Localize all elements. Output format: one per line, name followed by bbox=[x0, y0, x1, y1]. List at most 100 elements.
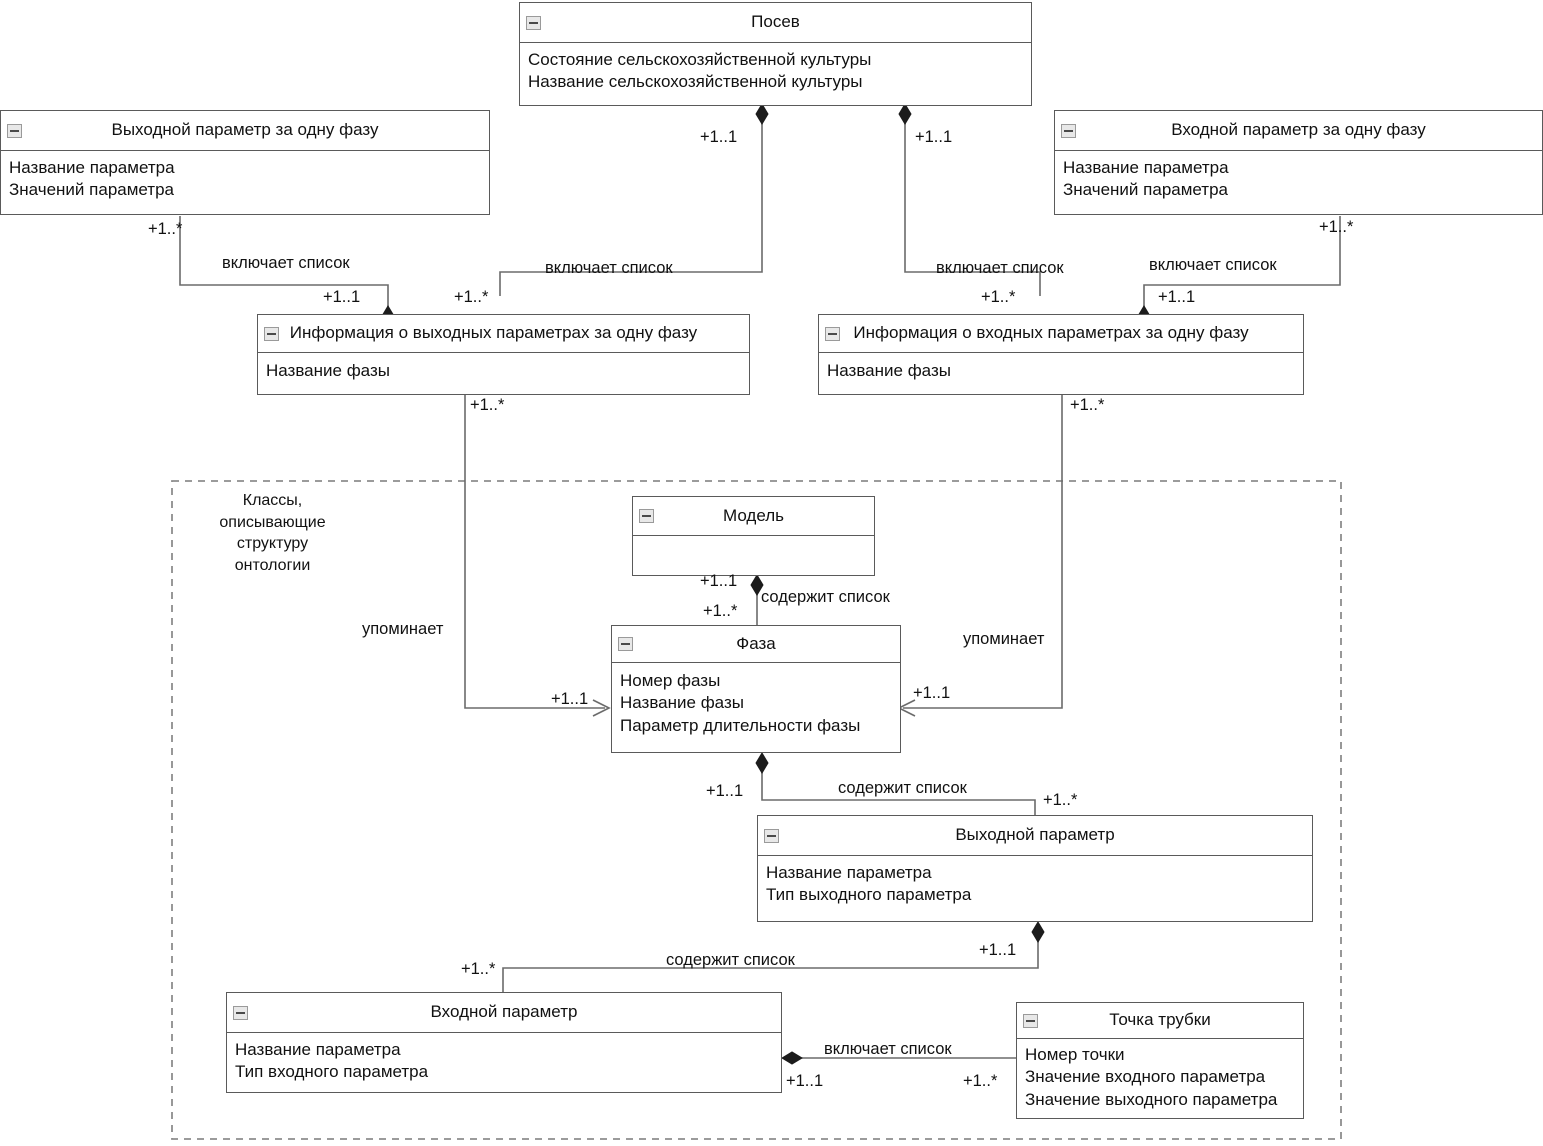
class-header: Информация о выходных параметрах за одну… bbox=[258, 315, 749, 353]
class-attributes: Состояние сельскохозяйственной культуры … bbox=[520, 43, 1031, 100]
wire-ininfo-phase bbox=[903, 395, 1063, 709]
multiplicity-output-info-top-left: +1..1 bbox=[323, 288, 361, 306]
class-attribute: Название фазы bbox=[827, 361, 951, 380]
multiplicity-phase-top: +1..* bbox=[703, 602, 738, 620]
class-title: Входной параметр за одну фазу bbox=[1171, 120, 1426, 140]
class-output-parameter[interactable]: Выходной параметр Название параметра Тип… bbox=[757, 815, 1313, 922]
class-attribute: Параметр длительности фазы bbox=[620, 715, 861, 735]
class-attribute: Название фазы bbox=[266, 361, 390, 380]
diamond-phase-bottom bbox=[755, 752, 769, 774]
class-title: Информация о входных параметрах за одну … bbox=[853, 323, 1249, 343]
collapse-minus-icon[interactable] bbox=[233, 1005, 248, 1020]
class-attribute: Значение выходного параметра bbox=[1025, 1089, 1278, 1109]
collapse-minus-icon[interactable] bbox=[7, 123, 22, 138]
multiplicity-posev-input: +1..1 bbox=[915, 128, 953, 146]
arrowhead-phase-left bbox=[592, 699, 611, 717]
multiplicity-input-parameter-top: +1..* bbox=[461, 960, 496, 978]
multiplicity-output-info-bottom: +1..* bbox=[470, 396, 505, 414]
multiplicity-phase-right: +1..1 bbox=[913, 684, 951, 702]
class-output-parameter-per-phase[interactable]: Выходной параметр за одну фазу Название … bbox=[0, 110, 490, 215]
class-output-parameters-info-per-phase[interactable]: Информация о выходных параметрах за одну… bbox=[257, 314, 750, 395]
multiplicity-input-info-top-right: +1..1 bbox=[1158, 288, 1196, 306]
class-attributes: Название фазы bbox=[258, 353, 749, 388]
class-attribute: Номер точки bbox=[1025, 1045, 1125, 1064]
class-input-parameters-info-per-phase[interactable]: Информация о входных параметрах за одну … bbox=[818, 314, 1304, 395]
class-model[interactable]: Модель bbox=[632, 496, 875, 576]
diamond-posev-out bbox=[755, 103, 769, 125]
collapse-minus-icon[interactable] bbox=[1061, 123, 1076, 138]
class-header: Входной параметр bbox=[227, 993, 781, 1033]
relation-label-mentions: упоминает bbox=[963, 630, 1045, 648]
diamond-outparam-bottom bbox=[1031, 921, 1045, 943]
multiplicity-phase-left: +1..1 bbox=[551, 690, 589, 708]
multiplicity-phase-bottom: +1..1 bbox=[706, 782, 744, 800]
class-attribute: Название параметра bbox=[1063, 158, 1229, 177]
multiplicity-posev-output: +1..1 bbox=[700, 128, 738, 146]
relation-label-includes: включает список bbox=[545, 259, 673, 277]
multiplicity-input-parameter-right: +1..1 bbox=[786, 1072, 824, 1090]
collapse-minus-icon[interactable] bbox=[526, 15, 541, 30]
class-header: Точка трубки bbox=[1017, 1003, 1303, 1039]
class-header: Входной параметр за одну фазу bbox=[1055, 111, 1542, 151]
class-title: Модель bbox=[722, 505, 785, 525]
class-tube-point[interactable]: Точка трубки Номер точки Значение входно… bbox=[1016, 1002, 1304, 1119]
class-attribute: Значений параметра bbox=[9, 180, 174, 200]
diamond-posev-in bbox=[898, 103, 912, 125]
class-attribute: Название сельскохозяйственной культуры bbox=[528, 72, 863, 92]
multiplicity-output-parameter-bottom: +1..1 bbox=[979, 941, 1017, 959]
class-attributes: Название фазы bbox=[819, 353, 1303, 388]
collapse-minus-icon[interactable] bbox=[825, 326, 840, 341]
class-input-parameter[interactable]: Входной параметр Название параметра Тип … bbox=[226, 992, 782, 1093]
multiplicity-output-parameter-per-phase-end: +1..* bbox=[148, 220, 183, 238]
diamond-inparam-right bbox=[781, 1051, 803, 1065]
relation-label-includes: включает список bbox=[222, 254, 350, 272]
class-title: Информация о выходных параметрах за одну… bbox=[289, 323, 698, 343]
class-attribute: Название параметра bbox=[235, 1040, 401, 1059]
class-input-parameter-per-phase[interactable]: Входной параметр за одну фазу Название п… bbox=[1054, 110, 1543, 215]
class-posev[interactable]: Посев Состояние сельскохозяйственной кул… bbox=[519, 2, 1032, 106]
relation-label-includes: включает список bbox=[1149, 256, 1277, 274]
class-attribute: Состояние сельскохозяйственной культуры bbox=[528, 50, 872, 69]
relation-label-contains: содержит список bbox=[761, 588, 890, 606]
class-title: Посев bbox=[751, 12, 800, 32]
multiplicity-input-info-bottom: +1..* bbox=[1070, 396, 1105, 414]
class-attribute: Тип входного параметра bbox=[235, 1062, 429, 1082]
relation-label-contains: содержит список bbox=[838, 779, 967, 797]
class-phase[interactable]: Фаза Номер фазы Название фазы Параметр д… bbox=[611, 625, 901, 753]
collapse-minus-icon[interactable] bbox=[764, 828, 779, 843]
relation-label-includes: включает список bbox=[936, 259, 1064, 277]
relation-label-includes: включает список bbox=[824, 1040, 952, 1058]
class-attribute: Название параметра bbox=[9, 158, 175, 177]
class-attribute: Значение входного параметра bbox=[1025, 1067, 1266, 1087]
class-attributes: Номер фазы Название фазы Параметр длител… bbox=[612, 663, 900, 743]
multiplicity-output-parameter-top: +1..* bbox=[1043, 791, 1078, 809]
relation-label-mentions: упоминает bbox=[362, 620, 444, 638]
class-title: Точка трубки bbox=[1109, 1010, 1211, 1030]
class-header: Модель bbox=[633, 497, 874, 536]
collapse-minus-icon[interactable] bbox=[264, 326, 279, 341]
class-attribute: Тип выходного параметра bbox=[766, 885, 972, 905]
class-header: Посев bbox=[520, 3, 1031, 43]
multiplicity-model-end: +1..1 bbox=[700, 572, 738, 590]
class-header: Выходной параметр bbox=[758, 816, 1312, 856]
class-title: Выходной параметр bbox=[955, 825, 1115, 845]
class-attributes: Название параметра Тип входного параметр… bbox=[227, 1033, 781, 1090]
class-header: Выходной параметр за одну фазу bbox=[1, 111, 489, 151]
class-attribute: Номер фазы bbox=[620, 671, 721, 690]
class-attributes: Название параметра Значений параметра bbox=[1, 151, 489, 208]
class-attributes: Название параметра Тип выходного парамет… bbox=[758, 856, 1312, 913]
multiplicity-output-info-top-right: +1..* bbox=[454, 288, 489, 306]
class-header: Фаза bbox=[612, 626, 900, 663]
relation-label-contains: содержит список bbox=[666, 951, 795, 969]
class-attribute: Название параметра bbox=[766, 863, 932, 882]
collapse-minus-icon[interactable] bbox=[618, 637, 633, 651]
multiplicity-input-info-top-left: +1..* bbox=[981, 288, 1016, 306]
collapse-minus-icon[interactable] bbox=[639, 509, 654, 523]
class-header: Информация о входных параметрах за одну … bbox=[819, 315, 1303, 353]
multiplicity-tube-point-left: +1..* bbox=[963, 1072, 998, 1090]
collapse-minus-icon[interactable] bbox=[1023, 1013, 1038, 1028]
class-title: Фаза bbox=[736, 633, 776, 653]
class-attributes: Название параметра Значений параметра bbox=[1055, 151, 1542, 208]
class-attributes bbox=[633, 536, 874, 568]
